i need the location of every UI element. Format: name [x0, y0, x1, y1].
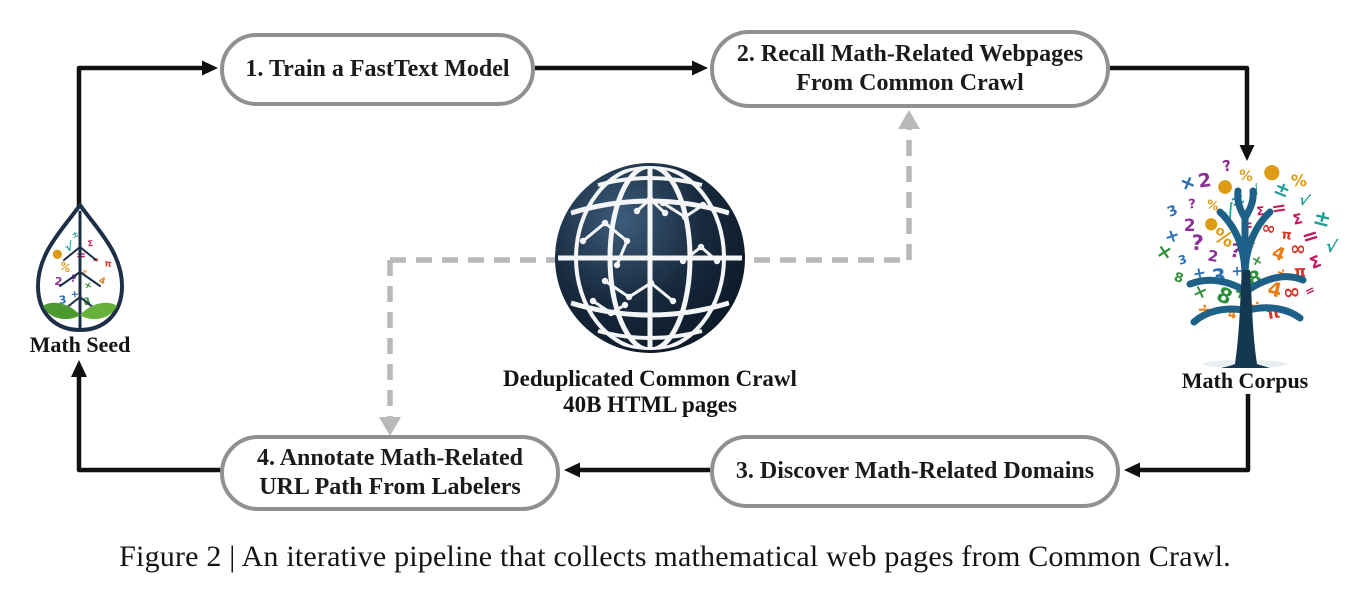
svg-text:∞: ∞	[1282, 279, 1302, 305]
svg-text:±: ±	[1311, 205, 1334, 233]
svg-text:2: 2	[1207, 247, 1220, 266]
arrowhead-left-icon	[1124, 462, 1140, 478]
math-corpus-tree-icon: ÷?=×%∞+√42Σ8●π3±÷?=×%∞+√42Σ8●π3±÷?=×%∞+√…	[1148, 156, 1342, 370]
svg-text:2: 2	[54, 275, 63, 289]
step-4-label-line1: 4. Annotate Math-Related	[257, 444, 523, 471]
svg-text:=: =	[1299, 222, 1322, 250]
svg-text:+: +	[70, 289, 79, 300]
arrowhead-right-icon	[692, 60, 708, 76]
step-4-box: 4. Annotate Math-Related URL Path From L…	[220, 435, 560, 511]
arrowhead-up-icon	[71, 360, 87, 377]
math-corpus-label: Math Corpus	[1181, 368, 1309, 393]
svg-text:=: =	[1302, 282, 1317, 299]
svg-text:+: +	[1176, 168, 1201, 197]
svg-text:Σ: Σ	[1307, 251, 1324, 273]
svg-text:Σ: Σ	[87, 239, 93, 248]
svg-text:?: ?	[1188, 197, 1197, 212]
arrow-step2-to-corpus	[1110, 65, 1250, 146]
step-2-box: 2. Recall Math-Related Webpages From Com…	[710, 30, 1110, 108]
svg-text:×: ×	[1154, 240, 1174, 265]
cycle-arrow-lines	[76, 65, 1251, 473]
svg-text:∞: ∞	[1290, 238, 1307, 261]
dashed-arrowhead-up-icon	[898, 110, 920, 129]
step-3-box: 3. Discover Math-Related Domains	[710, 435, 1120, 508]
step-2-label-line1: 2. Recall Math-Related Webpages	[736, 40, 1084, 67]
svg-text:√: √	[1324, 237, 1339, 259]
globe-caption-line2: 40B HTML pages	[563, 392, 737, 418]
svg-text:4: 4	[1269, 242, 1288, 266]
svg-text:%: %	[1205, 197, 1220, 214]
svg-text:3: 3	[1177, 252, 1189, 268]
arrow-step4-to-seed	[76, 376, 221, 473]
arrow-seed-to-step1	[76, 65, 203, 213]
svg-text:±: ±	[71, 229, 80, 240]
step-2-label-line2: From Common Crawl	[796, 70, 1024, 96]
arrowhead-left-icon	[564, 462, 580, 478]
svg-text:4: 4	[1227, 307, 1237, 322]
svg-text:●: ●	[1202, 212, 1221, 235]
dashed-arrowhead-down-icon	[379, 417, 401, 436]
dashed-feed-lines	[387, 129, 912, 418]
globe-caption: Deduplicated Common Crawl 40B HTML pages	[450, 366, 850, 418]
arrowhead-down-icon	[1239, 145, 1255, 161]
svg-text:π: π	[104, 259, 112, 270]
svg-text:π: π	[1281, 228, 1293, 244]
globe-caption-line1: Deduplicated Common Crawl	[503, 366, 797, 391]
svg-text:●: ●	[50, 245, 64, 262]
svg-text:+: +	[1231, 263, 1244, 280]
svg-text:3: 3	[58, 293, 67, 307]
svg-text:%: %	[1238, 167, 1254, 185]
svg-text:÷: ÷	[80, 266, 90, 277]
svg-text:2: 2	[1184, 216, 1196, 236]
globe-icon	[553, 161, 747, 355]
svg-text:√: √	[1297, 190, 1313, 211]
math-seed-label: Math Seed	[29, 332, 131, 357]
svg-text:×: ×	[1190, 281, 1210, 305]
svg-text:%: %	[58, 259, 73, 275]
svg-text:±: ±	[1271, 176, 1294, 202]
svg-text:8: 8	[1172, 270, 1185, 287]
step-4-label-line2: URL Path From Labelers	[259, 474, 521, 500]
arrow-corpus-to-step3	[1139, 394, 1251, 473]
svg-text:●: ●	[1263, 158, 1282, 183]
svg-text:?: ?	[70, 273, 78, 285]
svg-text:4: 4	[97, 276, 106, 288]
svg-text:%: %	[1291, 171, 1307, 190]
svg-text:=: =	[1270, 197, 1288, 220]
step-1-label: 1. Train a FastText Model	[245, 55, 510, 82]
svg-text:×: ×	[1250, 253, 1264, 270]
svg-text:?: ?	[1221, 158, 1233, 176]
svg-text:+: +	[1162, 224, 1183, 249]
step-3-label: 3. Discover Math-Related Domains	[735, 457, 1095, 484]
svg-text:●: ●	[1216, 174, 1235, 198]
svg-text:2: 2	[1197, 169, 1213, 193]
svg-text:Σ: Σ	[1291, 211, 1304, 229]
svg-text:×: ×	[83, 280, 93, 292]
svg-text:3: 3	[1165, 202, 1180, 221]
svg-text:Σ: Σ	[1256, 204, 1265, 219]
arrowhead-right-icon	[202, 60, 218, 76]
svg-text:?: ?	[1191, 231, 1205, 256]
step-1-box: 1. Train a FastText Model	[220, 33, 535, 106]
figure-caption: Figure 2 | An iterative pipeline that co…	[119, 540, 1231, 573]
